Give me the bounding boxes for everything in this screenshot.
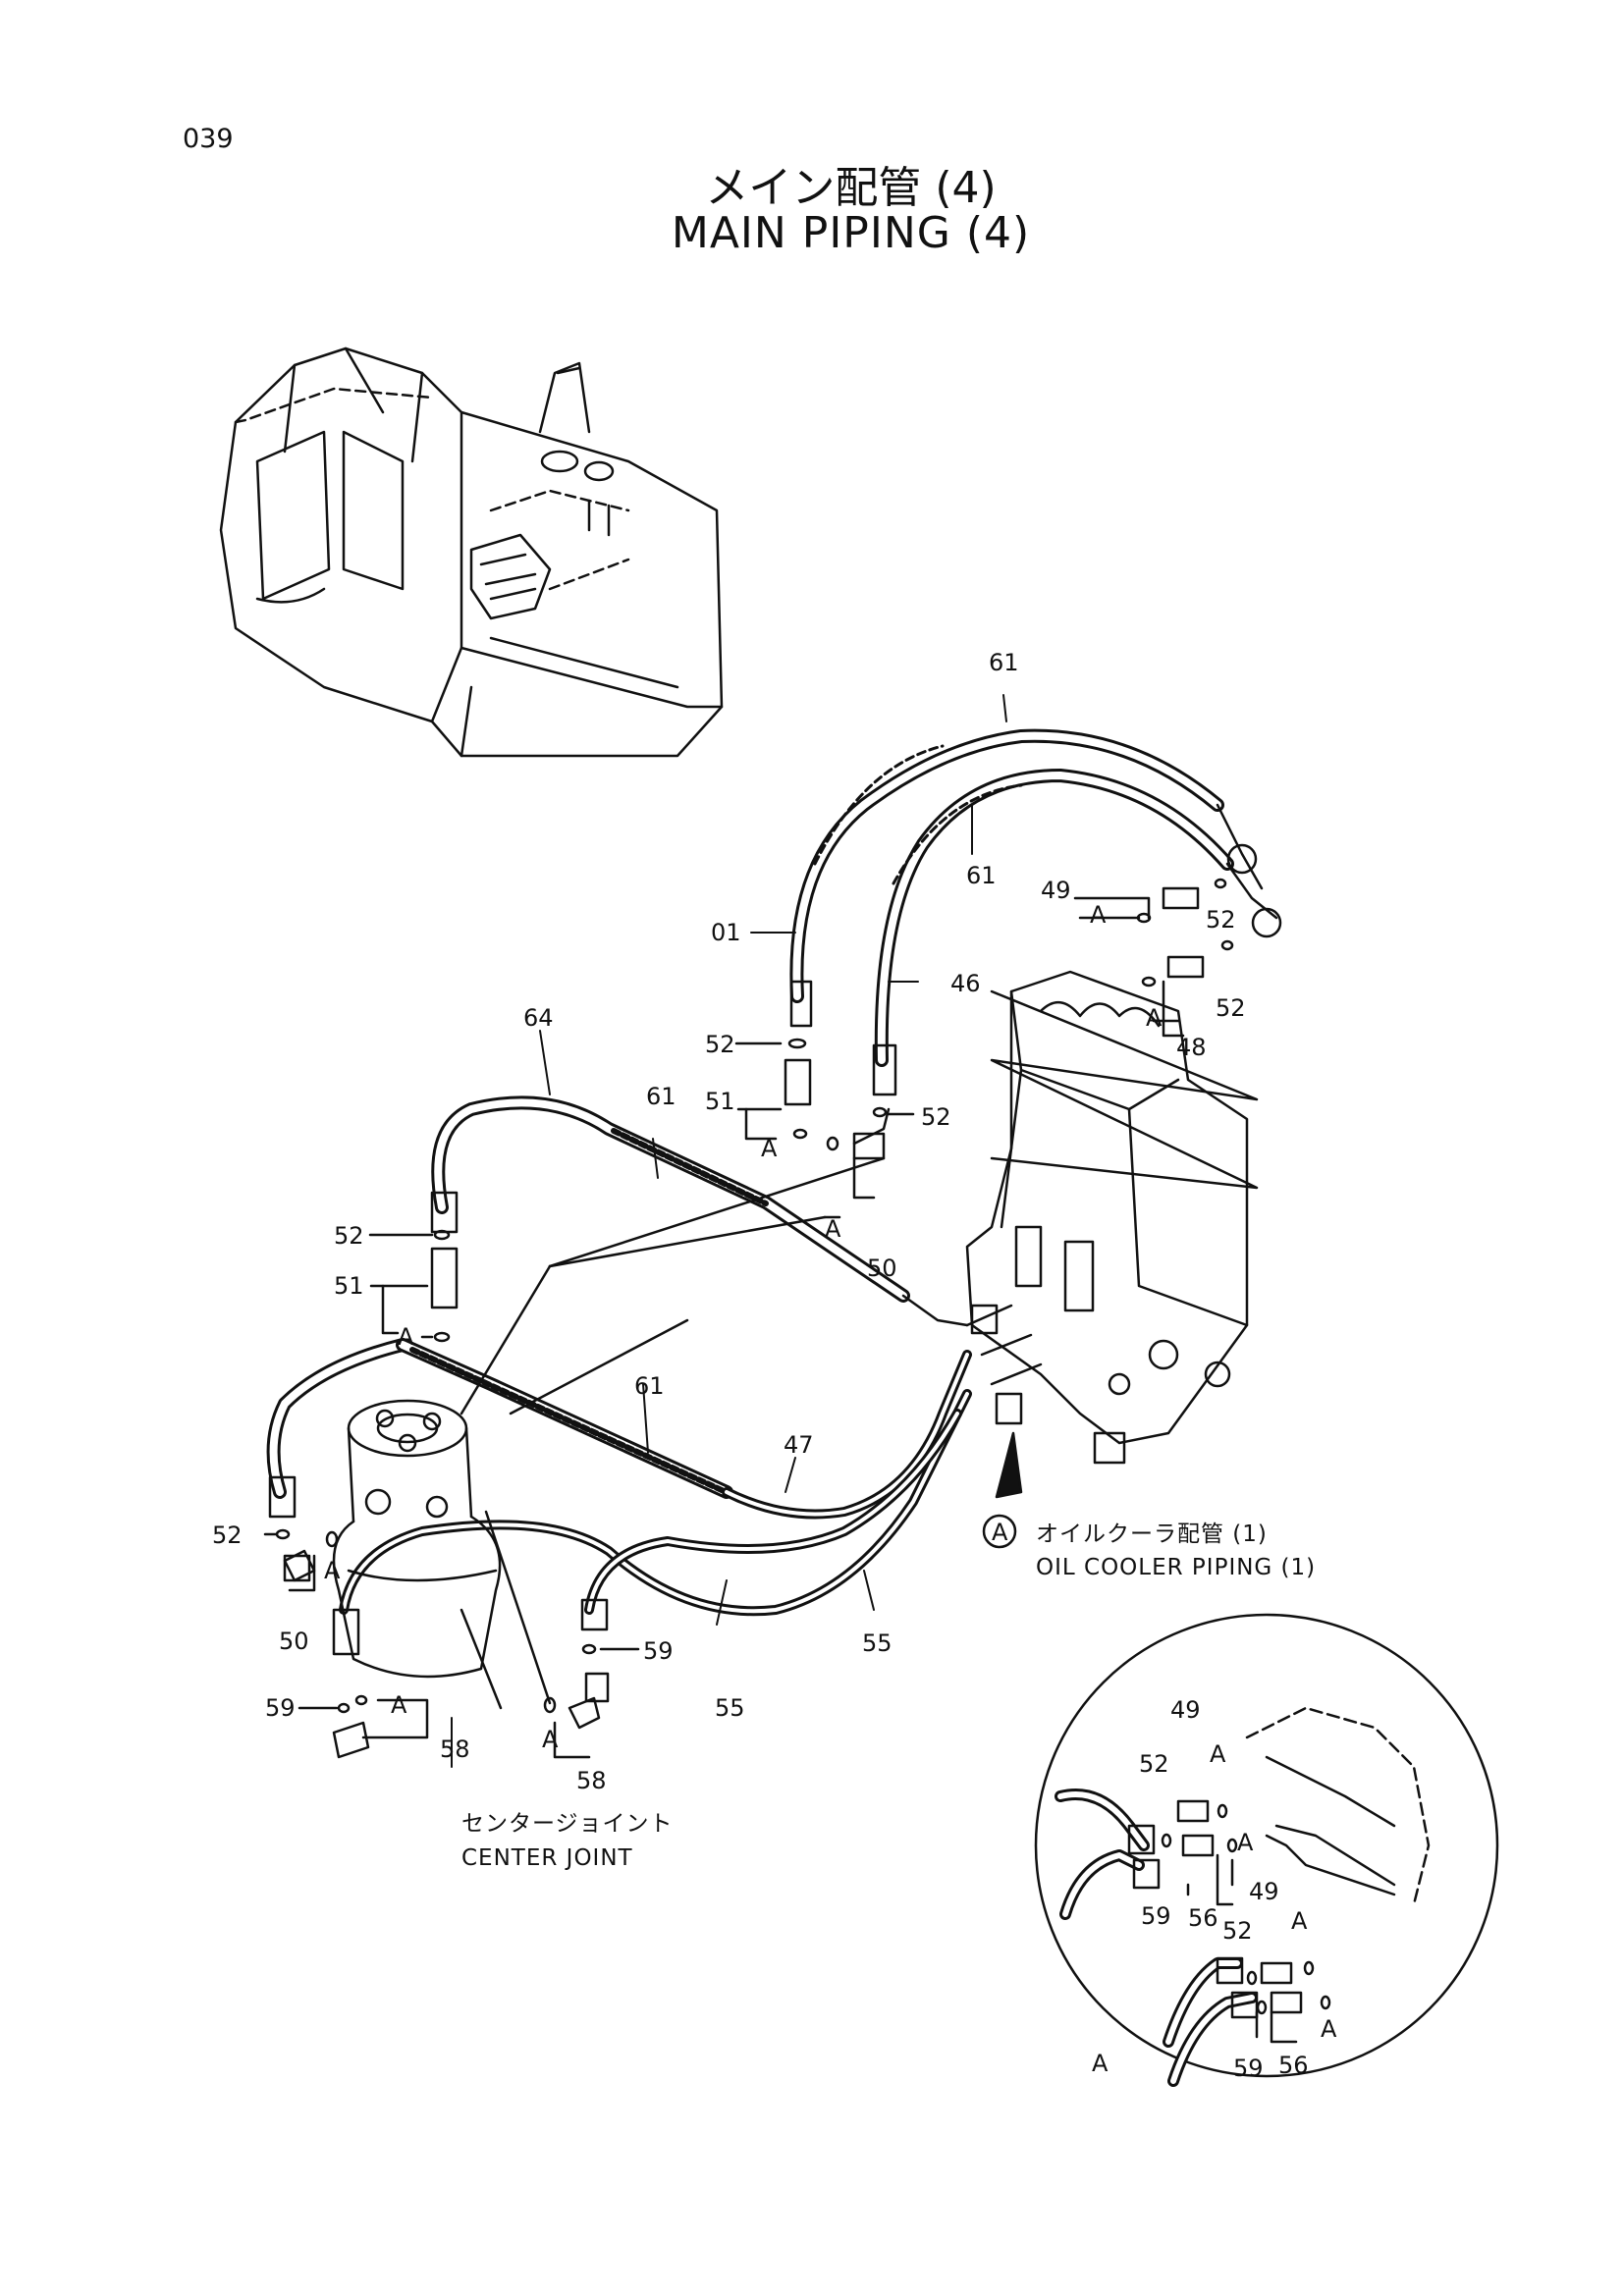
detail-label-49-bottom: 49 <box>1249 1878 1279 1905</box>
detail-label-52-top: 52 <box>1139 1750 1169 1778</box>
detail-label-a-bottom-b: A <box>1321 2015 1337 2043</box>
label-49-upper: 49 <box>1041 877 1071 904</box>
label-52-middle-b: 52 <box>921 1103 951 1131</box>
label-51-left: 51 <box>334 1272 364 1300</box>
label-a-middle: A <box>761 1135 778 1162</box>
label-55-middle: 55 <box>715 1694 745 1722</box>
label-52-middle: 52 <box>705 1031 735 1058</box>
label-a-middle-b: A <box>825 1215 841 1243</box>
label-01: 01 <box>711 919 741 946</box>
detail-view-circle <box>1034 1613 1499 2087</box>
center-joint-note-jp: センタージョイント <box>461 1811 674 1837</box>
label-46: 46 <box>950 970 981 997</box>
page-title-english: MAIN PIPING (4) <box>671 208 1031 258</box>
callout-texts: A オイルクーラ配管 (1) OIL COOLER PIPING (1) センタ… <box>461 1519 1316 2077</box>
leader-lines <box>451 694 1145 1768</box>
label-58-right: 58 <box>576 1767 607 1794</box>
label-61-middle: 61 <box>646 1083 676 1110</box>
label-58-left: 58 <box>440 1735 470 1763</box>
label-a-lower: A <box>391 1691 407 1719</box>
part-number-labels: 61 61 49 A 52 01 46 52 A 48 64 61 52 51 … <box>212 649 1337 2082</box>
detail-label-a-top: A <box>1210 1740 1226 1768</box>
label-59-lower-left: 59 <box>265 1694 296 1722</box>
label-52-upper-b: 52 <box>1216 994 1246 1022</box>
label-51-middle: 51 <box>705 1088 735 1115</box>
hose-64 <box>430 1095 969 1327</box>
label-64: 64 <box>523 1004 554 1032</box>
page-number: 039 <box>183 124 234 154</box>
upper-hose-group <box>789 728 1282 1096</box>
page-title-japanese: メイン配管 (4) <box>705 163 997 213</box>
label-48: 48 <box>1176 1034 1207 1061</box>
center-joint-note-en: CENTER JOINT <box>461 1845 633 1871</box>
label-55-right: 55 <box>862 1629 893 1657</box>
lower-hose-group <box>266 1156 972 1656</box>
detail-label-56-top: 56 <box>1188 1904 1218 1932</box>
label-52-lower-left: 52 <box>212 1522 243 1549</box>
detail-label-a-mid: A <box>1237 1829 1254 1856</box>
label-a-upper-b: A <box>1146 1004 1163 1032</box>
label-59-middle: 59 <box>643 1637 674 1665</box>
detail-label-a-bottom: A <box>1291 1907 1308 1935</box>
oil-cooler-note-en: OIL COOLER PIPING (1) <box>1036 1555 1316 1580</box>
excavator-overview-drawing <box>219 347 724 758</box>
detail-label-52-bottom: 52 <box>1222 1917 1253 1945</box>
oil-cooler-note-jp: オイルクーラ配管 (1) <box>1036 1522 1268 1547</box>
detail-label-56-bottom: 56 <box>1278 2052 1309 2079</box>
label-52-left: 52 <box>334 1222 364 1250</box>
label-a-upper: A <box>1090 901 1107 929</box>
fittings-middle <box>734 1038 915 1219</box>
label-a-left: A <box>398 1323 414 1351</box>
label-61-lower: 61 <box>634 1372 665 1400</box>
fittings-left-51 <box>368 1229 459 1343</box>
detail-label-49-top: 49 <box>1170 1696 1201 1724</box>
callout-a-pointer <box>982 1431 1023 1549</box>
oil-cooler-ref-letter: A <box>992 1519 1008 1546</box>
control-valve-drawing <box>965 970 1249 1465</box>
label-61-top: 61 <box>989 649 1019 676</box>
detail-label-59-top: 59 <box>1141 1902 1171 1930</box>
label-61-upper: 61 <box>966 862 997 889</box>
fittings-lower-left <box>263 1510 640 1759</box>
label-50-middle: 50 <box>867 1255 897 1282</box>
detail-view-letter: A <box>1092 2050 1109 2077</box>
label-a-lower-b: A <box>542 1726 559 1753</box>
label-50-lower: 50 <box>279 1628 309 1655</box>
detail-label-59-bottom: 59 <box>1233 2055 1264 2082</box>
label-a-lower-left: A <box>324 1557 341 1584</box>
label-52-upper-a: 52 <box>1206 906 1236 934</box>
label-47: 47 <box>784 1431 814 1459</box>
